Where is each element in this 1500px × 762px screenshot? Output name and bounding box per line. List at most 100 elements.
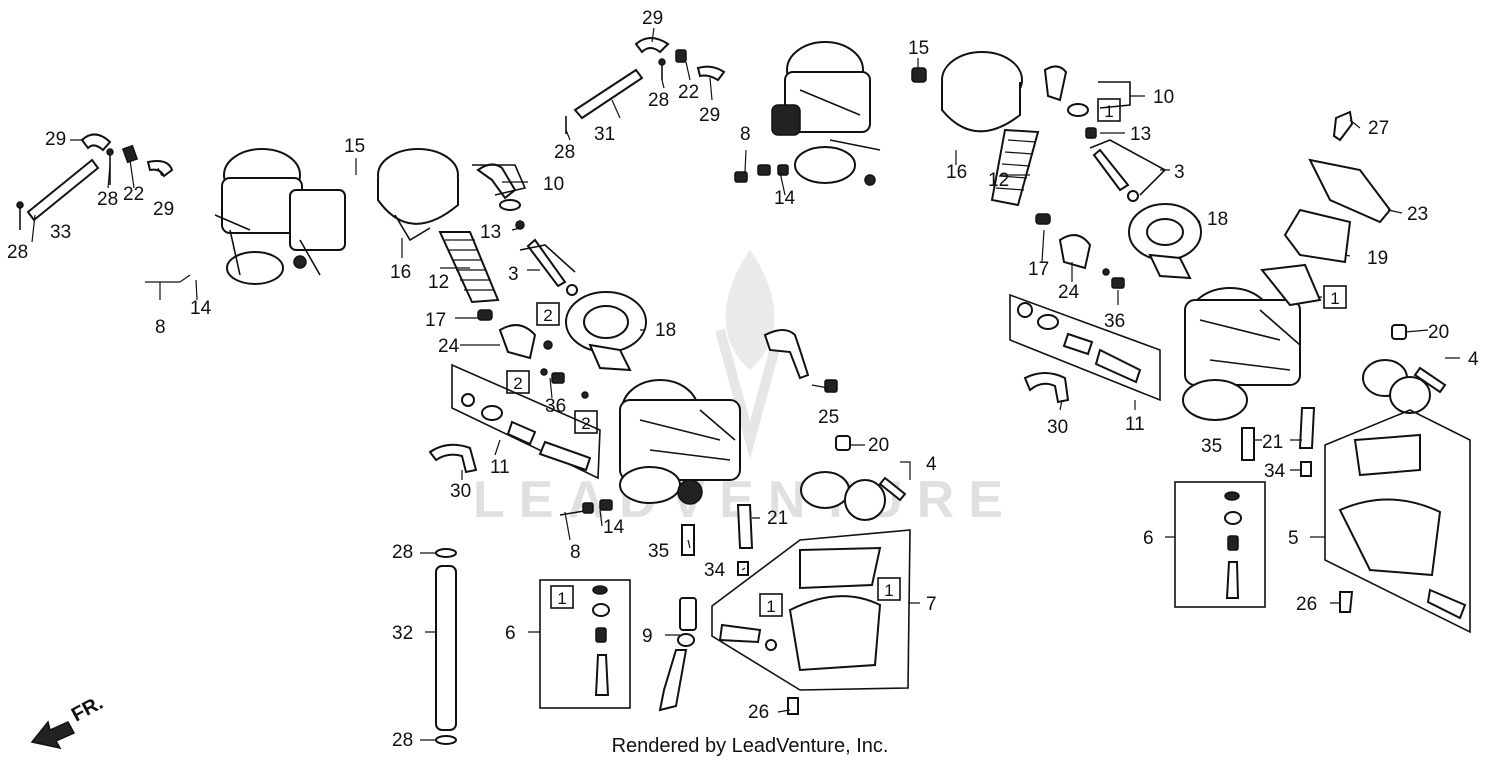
part-label: 18 (655, 320, 676, 341)
part-label: 12 (428, 272, 449, 293)
kit-box-label: 1 (557, 589, 566, 608)
center-carburetor-body (619, 379, 741, 505)
right-jet-needle-parts (1043, 65, 1167, 202)
right-carburetor-body (1182, 287, 1301, 421)
part-label: 19 (1367, 248, 1388, 269)
part-label: 8 (740, 124, 751, 145)
render-credit: Rendered by LeadVenture, Inc. (612, 735, 889, 757)
kit-box-label: 2 (581, 414, 590, 433)
right-float-parts (1241, 324, 1447, 477)
part-label: 34 (1264, 461, 1286, 482)
part-label: 28 (97, 189, 118, 210)
part-label: 3 (1174, 162, 1185, 183)
leader-lines (31, 27, 1460, 741)
part-label: 11 (1125, 414, 1145, 435)
part-label: 10 (543, 174, 564, 195)
front-direction-label: FR. (68, 692, 107, 727)
kit-box-label: 2 (543, 306, 552, 325)
part-label: 20 (1428, 322, 1449, 343)
kit-box-label: 2 (513, 374, 522, 393)
part-label: 8 (155, 317, 166, 338)
part-label: 6 (1143, 528, 1154, 549)
top-hose-set (565, 37, 726, 134)
part-label: 34 (704, 560, 726, 581)
right-float-chamber-box (1324, 409, 1471, 634)
part-label: 12 (988, 170, 1009, 191)
part-label: 30 (1047, 417, 1068, 438)
part-label: 9 (642, 626, 653, 647)
left-jet-set-box (539, 579, 631, 709)
part-labels: 29 28 22 29 33 28 8 14 15 16 12 10 13 3 … (7, 8, 1479, 751)
part-label: 4 (926, 454, 937, 475)
part-label: 8 (570, 542, 581, 563)
part-label: 21 (1262, 432, 1283, 453)
part-label: 35 (1201, 436, 1222, 457)
part-label: 29 (642, 8, 663, 29)
part-label: 26 (748, 702, 769, 723)
right-vent-tube-30 (1023, 372, 1070, 404)
left-float-chamber-box (711, 529, 911, 715)
part-label: 26 (1296, 594, 1317, 615)
front-direction-marker: FR. (30, 692, 107, 750)
part-label: 24 (1058, 282, 1080, 303)
part-label: 32 (392, 623, 413, 644)
part-label: 22 (678, 82, 699, 103)
part-label: 4 (1468, 349, 1479, 370)
left-diaphragm-piston (565, 291, 647, 372)
part-label: 7 (926, 594, 937, 615)
part-label: 27 (1368, 118, 1389, 139)
part-label: 23 (1407, 204, 1428, 225)
watermark: LEADVENTURE (473, 250, 1003, 529)
part-label: 22 (123, 184, 144, 205)
part-label: 36 (1104, 311, 1125, 332)
left-jet-needle-parts (472, 163, 578, 296)
part-label: 30 (450, 481, 471, 502)
part-label: 25 (818, 407, 839, 428)
part-label: 14 (603, 517, 625, 538)
right-top-cover (941, 51, 1023, 133)
part-label: 28 (554, 142, 575, 163)
right-throttle-parts (1035, 213, 1125, 289)
part-label: 33 (50, 222, 71, 243)
bottom-link-pipe (435, 548, 457, 745)
part-label: 11 (490, 457, 510, 478)
center-small-parts (559, 329, 907, 576)
left-top-cover (377, 148, 459, 242)
part-label: 29 (153, 199, 174, 220)
kit-box-label: 1 (1330, 289, 1339, 308)
right-vacuum-spring (990, 128, 1040, 207)
part-label: 14 (774, 188, 796, 209)
part-label: 18 (1207, 209, 1228, 230)
float-valve-9 (658, 597, 697, 712)
part-label: 28 (7, 242, 28, 263)
part-label: 3 (508, 264, 519, 285)
left-vacuum-spring (438, 231, 500, 304)
part-label: 35 (648, 541, 669, 562)
part-label: 5 (1288, 528, 1299, 549)
part-label: 17 (1028, 259, 1049, 280)
part-label: 15 (908, 38, 929, 59)
right-cover-parts (1260, 110, 1392, 307)
part-label: 20 (868, 435, 889, 456)
kit-box-label: 1 (766, 597, 775, 616)
left-throttle-parts (477, 309, 589, 399)
part-label: 16 (390, 262, 411, 283)
kit-box-label: 1 (1104, 102, 1113, 121)
part-label: 6 (505, 623, 516, 644)
part-label: 29 (45, 129, 66, 150)
top-carburetor-assembly (771, 41, 881, 186)
part-label: 13 (1130, 124, 1151, 145)
part-label: 17 (425, 310, 446, 331)
part-label: 29 (699, 105, 720, 126)
left-carburetor-assembly (214, 148, 346, 285)
part-label: 10 (1153, 87, 1174, 108)
part-label: 14 (190, 298, 212, 319)
right-diaphragm-piston (1128, 203, 1202, 280)
part-label: 21 (767, 508, 788, 529)
part-label: 28 (648, 90, 669, 111)
part-label: 31 (594, 124, 615, 145)
part-label: 28 (392, 542, 413, 563)
part-label: 28 (392, 730, 413, 751)
left-vent-tube-30 (428, 443, 478, 474)
